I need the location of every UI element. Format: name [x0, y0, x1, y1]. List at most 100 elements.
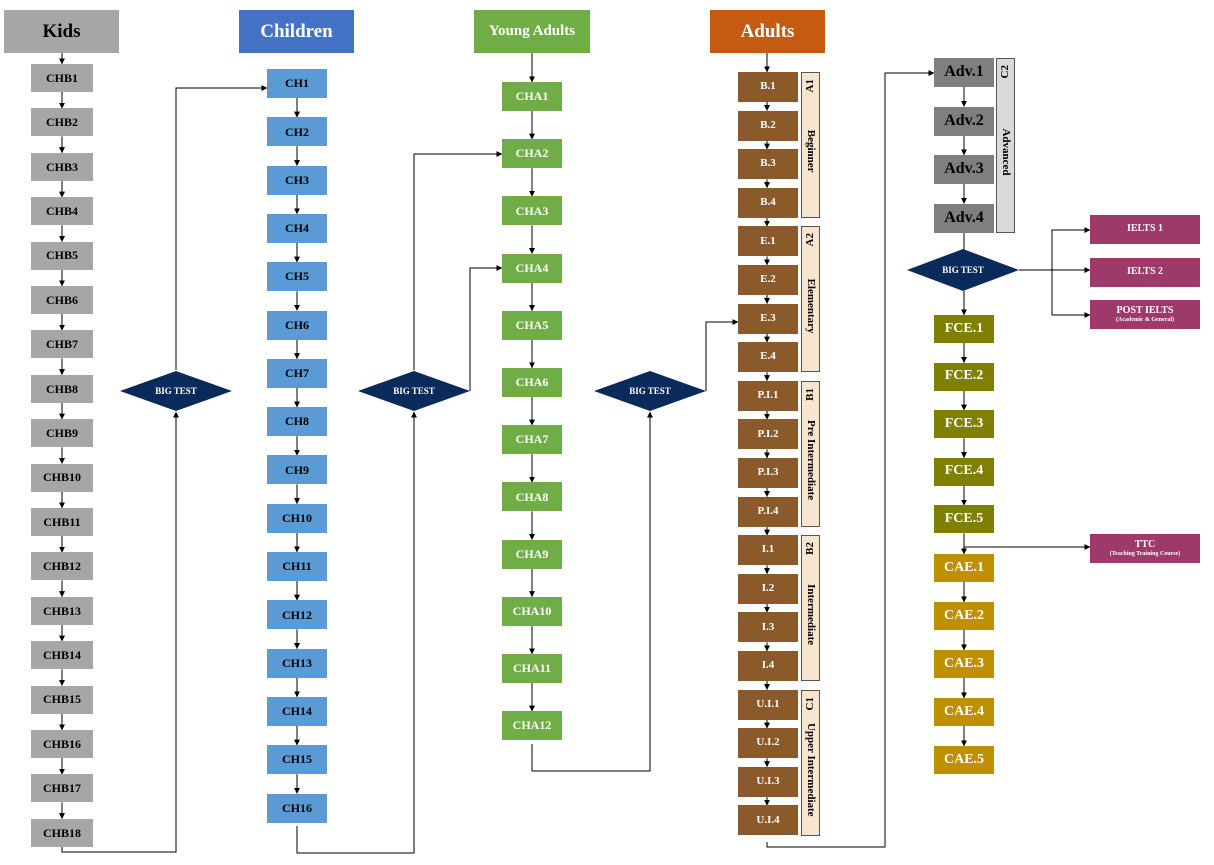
kids-level-box: CHB10 — [31, 463, 93, 492]
ttc-subtitle: (Teaching Training Course) — [1109, 551, 1181, 558]
connector-arrow — [766, 70, 935, 848]
band-name: Pre Intermediate — [804, 420, 817, 501]
children-level-box: CH2 — [267, 117, 327, 147]
connector-arrow — [469, 265, 503, 391]
fce-level-box: FCE.4 — [934, 457, 994, 486]
big-test-label: BIG TEST — [942, 265, 984, 275]
adults-level-box: P.I.2 — [738, 419, 798, 450]
big-test-diamond-advanced: BIG TEST — [907, 249, 1019, 291]
children-level-box: CH7 — [267, 358, 327, 388]
kids-level-box: CHB7 — [31, 330, 93, 359]
kids-level-box: CHB14 — [31, 641, 93, 670]
ttc-box: TTC(Teaching Training Course) — [1090, 534, 1200, 563]
adults-level-box: B.3 — [738, 149, 798, 180]
fce-level-box: FCE.1 — [934, 315, 994, 343]
children-level-box: CH5 — [267, 262, 327, 292]
adults-level-box: U.I.1 — [738, 689, 798, 720]
ttc-title: TTC — [1134, 538, 1156, 550]
band-name: Advanced — [999, 128, 1012, 176]
adults-level-box: B.2 — [738, 110, 798, 141]
big-test-diamond-young: BIG TEST — [594, 371, 706, 411]
kids-level-box: CHB18 — [31, 818, 93, 847]
young-adults-level-box: CHA12 — [502, 711, 562, 741]
children-level-box: CH12 — [267, 600, 327, 630]
children-level-box: CH14 — [267, 696, 327, 726]
adults-level-box: P.I.4 — [738, 496, 798, 527]
children-level-box: CH4 — [267, 213, 327, 243]
kids-level-box: CHB6 — [31, 286, 93, 314]
kids-level-box: CHB13 — [31, 596, 93, 625]
children-level-box: CH9 — [267, 455, 327, 485]
band-code: C1 — [804, 696, 816, 711]
adults-level-box: I.4 — [738, 651, 798, 681]
adults-level-box: P.I.3 — [738, 458, 798, 488]
kids-level-box: CHB12 — [31, 552, 93, 581]
young-adults-level-box: CHA8 — [502, 482, 562, 512]
band-name: Beginner — [804, 130, 817, 174]
cae-level-box: CAE.1 — [934, 554, 994, 582]
advanced-level-box: Adv.3 — [934, 155, 994, 184]
adults-level-box: B.4 — [738, 187, 798, 218]
advanced-level-box: Adv.1 — [934, 58, 994, 87]
ielts-1-box: IELTS 1 — [1090, 215, 1200, 244]
kids-level-box: CHB15 — [31, 685, 93, 714]
young-adults-level-box: CHA3 — [502, 196, 562, 226]
children-level-box: CH15 — [267, 745, 327, 775]
young-adults-level-box: CHA7 — [502, 425, 562, 455]
children-level-box: CH1 — [267, 69, 327, 98]
kids-level-box: CHB8 — [31, 374, 93, 403]
band-code: A1 — [804, 79, 816, 93]
post-ielts-box: POST IELTS(Academic & General) — [1090, 300, 1200, 329]
kids-level-box: CHB9 — [31, 419, 93, 448]
band-code: A2 — [804, 233, 816, 247]
header-adults: Adults — [710, 10, 825, 53]
kids-level-box: CHB3 — [31, 152, 93, 181]
adults-level-box: I.1 — [738, 535, 798, 566]
young-adults-level-box: CHA5 — [502, 310, 562, 340]
connector-arrow — [175, 85, 268, 370]
advanced-level-box: Adv.4 — [934, 203, 994, 233]
big-test-label: BIG TEST — [155, 386, 197, 396]
band-name: Upper Intermediate — [804, 722, 817, 817]
adults-level-box: I.3 — [738, 612, 798, 643]
band-code: B1 — [804, 387, 816, 401]
band-name: Elementary — [804, 278, 817, 334]
band-code: C2 — [999, 65, 1011, 79]
kids-level-box: CHB16 — [31, 730, 93, 758]
kids-level-box: CHB4 — [31, 197, 93, 226]
header-kids: Kids — [4, 10, 119, 53]
kids-level-box: CHB11 — [31, 508, 93, 536]
fce-level-box: FCE.3 — [934, 410, 994, 439]
young-adults-level-box: CHA1 — [502, 82, 562, 111]
adults-level-box: E.3 — [738, 303, 798, 334]
connector-arrow — [705, 319, 739, 391]
cae-level-box: CAE.4 — [934, 698, 994, 726]
connector-arrow — [413, 151, 503, 370]
cae-level-box: CAE.3 — [934, 650, 994, 678]
post-ielts-title: POST IELTS — [1116, 304, 1174, 316]
kids-level-box: CHB5 — [31, 241, 93, 270]
adults-level-box: B.1 — [738, 72, 798, 102]
connector-arrow — [531, 411, 653, 772]
adults-level-box: I.2 — [738, 573, 798, 604]
band-name: Intermediate — [804, 584, 817, 646]
big-test-diamond-children: BIG TEST — [358, 371, 470, 411]
connector-arrow — [296, 411, 417, 854]
fce-level-box: FCE.5 — [934, 505, 994, 534]
adults-level-box: E.1 — [738, 226, 798, 257]
post-ielts-subtitle: (Academic & General) — [1116, 317, 1174, 324]
children-level-box: CH11 — [267, 552, 327, 581]
young-adults-level-box: CHA10 — [502, 596, 562, 626]
adults-level-box: U.I.3 — [738, 766, 798, 797]
big-test-label: BIG TEST — [629, 386, 671, 396]
children-level-box: CH6 — [267, 310, 327, 340]
cae-level-box: CAE.5 — [934, 746, 994, 774]
kids-level-box: CHB1 — [31, 64, 93, 92]
big-test-label: BIG TEST — [393, 386, 435, 396]
header-young-adults: Young Adults — [474, 10, 590, 53]
